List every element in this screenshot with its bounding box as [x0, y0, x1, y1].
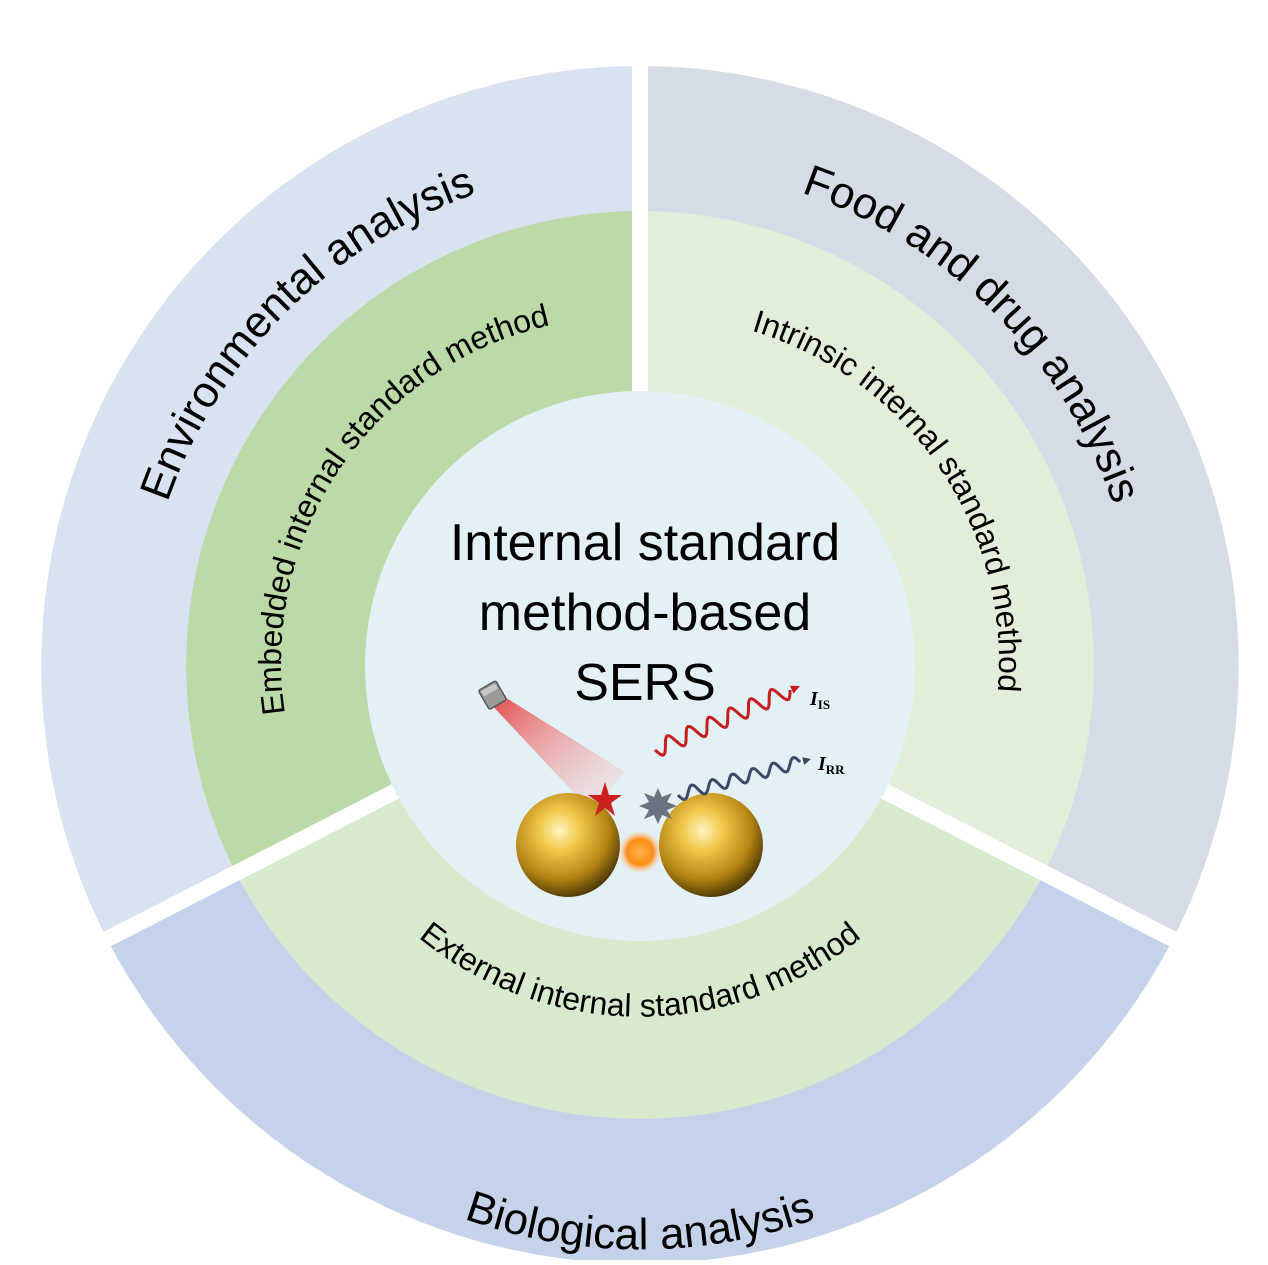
center-title-line-2: method-based [479, 584, 811, 642]
is-signal-arrowhead-icon [790, 685, 800, 694]
target-molecule-burst-icon [639, 788, 677, 824]
center-title-line-1: Internal standard [450, 514, 840, 572]
center-circle [365, 391, 915, 941]
nanoparticle-right [659, 793, 763, 897]
rr-signal-wave [676, 756, 802, 801]
is-signal-label: IIS [809, 688, 830, 712]
internal-standard-star-icon [588, 782, 622, 816]
hotspot-glow [618, 830, 662, 874]
is-signal-wave [654, 687, 792, 757]
nanoparticle-left [516, 793, 620, 897]
laser-source-icon [478, 680, 507, 710]
center-title-line-3: SERS [574, 654, 716, 712]
rr-signal-label: IRR [817, 753, 845, 777]
rr-signal-arrowhead-icon [802, 757, 811, 765]
laser-beam [487, 694, 625, 812]
